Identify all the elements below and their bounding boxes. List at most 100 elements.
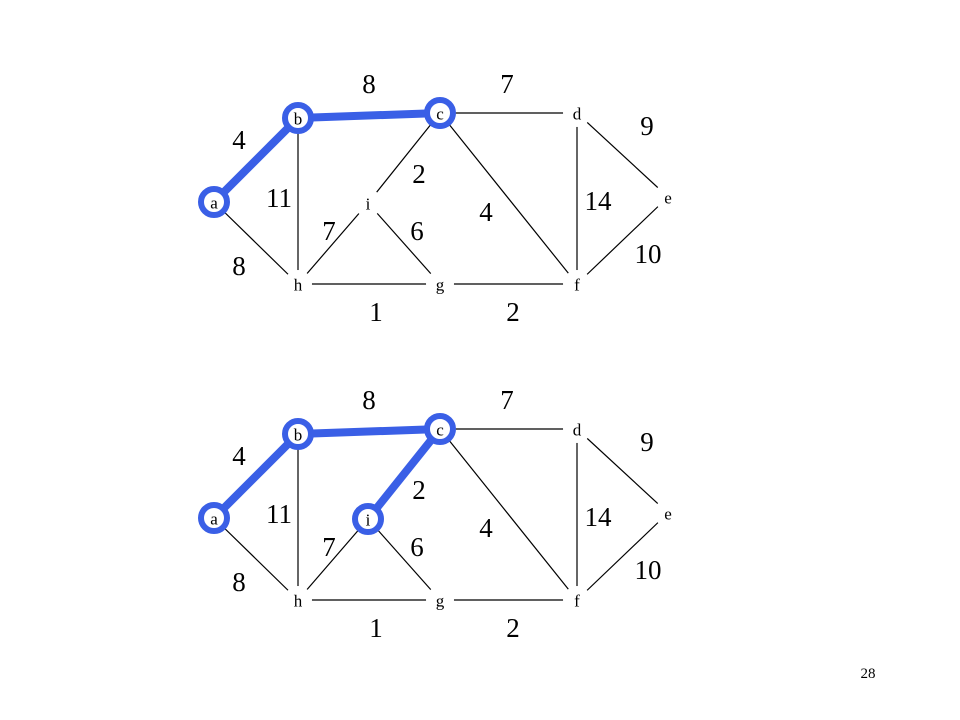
edge-weight-e-f: 10 [635,239,662,269]
edge-weight-c-i: 2 [412,159,426,189]
node-b: b [282,102,314,134]
graph-diagram-2: 4 8 8 11 7 2 4 9 14 10 7 6 1 2 a b c d e f g h i [198,385,682,643]
node-label-f: f [574,592,580,611]
node-label-g: g [436,276,445,295]
node-d: d [563,99,591,127]
edge-c-f [439,428,578,601]
node-label-h: h [294,592,303,611]
edge-weight-d-f: 14 [585,502,613,532]
edge-weight-a-b: 4 [232,125,246,155]
edge-d-e [576,112,669,198]
graph-diagram-1: 4 8 8 11 7 2 4 9 14 10 7 6 1 2 a b c d e f g h i [198,69,682,327]
edge-weight-g-f: 2 [506,613,520,643]
edge-weight-h-g: 1 [369,613,383,643]
node-f-circle [563,586,591,614]
node-f-circle [563,270,591,298]
node-h-circle [284,270,312,298]
edge-weight-h-i: 7 [322,216,336,246]
node-label-h: h [294,276,303,295]
node-label-c: c [436,421,444,440]
node-h-circle [284,586,312,614]
node-i-circle [352,503,384,535]
node-e: e [654,183,682,211]
node-label-a: a [210,510,218,529]
edge-a-b-selected [210,430,302,522]
edge-weight-c-f: 4 [479,513,493,543]
node-a-circle [198,186,230,218]
edge-b-c-selected [294,109,444,122]
node-a: a [198,186,230,218]
edge-h-i [297,518,369,601]
node-i: i [352,503,384,535]
edge-i-g [367,518,441,601]
edge-weight-i-g: 6 [410,216,424,246]
node-b-circle [282,418,314,450]
node-f: f [563,270,591,298]
edge-weight-a-b: 4 [232,441,246,471]
node-label-g: g [436,592,445,611]
edge-e-f [576,196,669,285]
node-h: h [284,270,312,298]
node-label-i: i [366,195,371,214]
edge-weight-a-h: 8 [232,251,246,281]
node-g-circle [426,586,454,614]
edge-weight-b-c: 8 [362,385,376,415]
edge-weight-d-e: 9 [640,111,654,141]
node-label-c: c [436,105,444,124]
node-d-circle [563,99,591,127]
edge-weight-c-i: 2 [412,475,426,505]
edge-weight-h-i: 7 [322,532,336,562]
node-label-e: e [664,505,672,524]
edge-b-c-selected [294,425,444,438]
node-b-circle [282,102,314,134]
edge-a-h [213,517,299,601]
node-e: e [654,499,682,527]
node-label-b: b [294,110,303,129]
edge-a-h [213,201,299,285]
node-label-d: d [573,105,582,124]
edge-weight-h-g: 1 [369,297,383,327]
node-c: c [424,97,456,129]
edge-weight-g-f: 2 [506,297,520,327]
node-e-circle [654,499,682,527]
edge-weight-d-e: 9 [640,427,654,457]
edge-e-f [576,512,669,601]
edge-weight-e-f: 10 [635,555,662,585]
node-g-circle [426,270,454,298]
node-i: i [354,189,382,217]
node-g: g [426,270,454,298]
edge-weight-i-g: 6 [410,532,424,562]
node-h: h [284,586,312,614]
node-b: b [282,418,314,450]
node-label-i: i [366,511,371,530]
edge-a-b-selected [210,114,302,206]
node-d: d [563,415,591,443]
edge-i-g [367,202,441,285]
edge-weight-c-d: 7 [500,69,514,99]
edge-h-i [297,202,369,285]
node-c-circle [424,413,456,445]
node-label-f: f [574,276,580,295]
node-a-circle [198,502,230,534]
edge-c-i [367,112,441,204]
node-label-a: a [210,194,218,213]
edge-c-i-selected [364,425,444,523]
node-label-e: e [664,189,672,208]
node-e-circle [654,183,682,211]
edge-d-e [576,428,669,514]
edge-weight-a-h: 8 [232,567,246,597]
edge-c-f [439,112,578,285]
edge-weight-c-f: 4 [479,197,493,227]
edge-weight-d-f: 14 [585,186,613,216]
node-c: c [424,413,456,445]
page-number: 28 [860,666,876,682]
node-g: g [426,586,454,614]
edge-weight-b-h: 11 [266,499,292,529]
node-c-circle [424,97,456,129]
node-i-circle [354,189,382,217]
edge-weight-b-c: 8 [362,69,376,99]
edge-weight-c-d: 7 [500,385,514,415]
edge-weight-b-h: 11 [266,183,292,213]
node-f: f [563,586,591,614]
